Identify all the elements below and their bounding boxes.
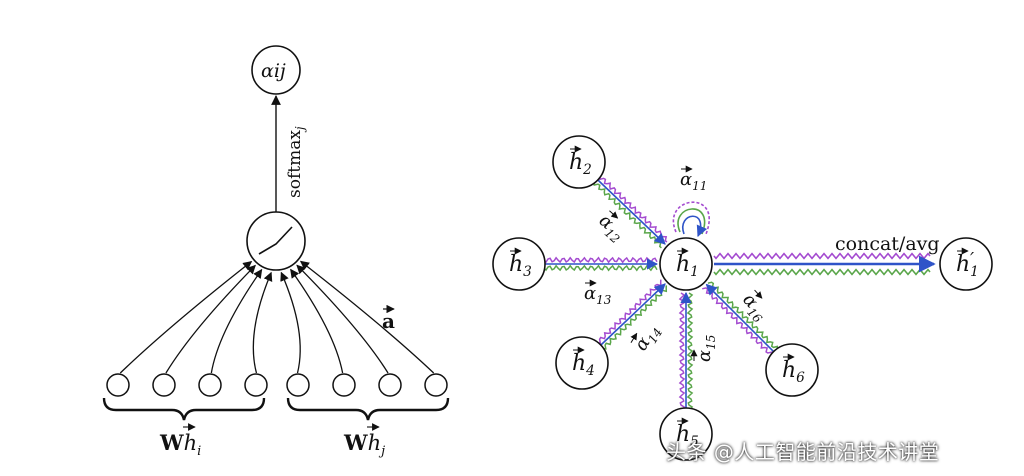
attention-mechanism-diagram: αij softmaxj a Whi Whj <box>102 45 450 459</box>
svg-text:h2: h2 <box>569 150 592 178</box>
input-node <box>106 373 130 397</box>
input-arrow <box>165 264 256 374</box>
alpha-ij-label: αij <box>261 60 286 82</box>
attention-edges <box>543 176 778 410</box>
left-group-label: Whi <box>159 430 201 459</box>
attention-edge-head <box>543 256 658 264</box>
svg-text:h1: h1 <box>676 252 699 280</box>
input-node <box>378 373 402 397</box>
input-node <box>424 373 448 397</box>
watermark: 头条 @人工智能前沿技术讲堂 <box>666 440 940 464</box>
alpha-label: α12 <box>593 210 629 246</box>
input-arrow <box>299 260 435 374</box>
svg-text:αij: αij <box>261 60 286 82</box>
svg-text:α12: α12 <box>593 210 629 246</box>
input-node <box>286 373 310 397</box>
node-h3: h3 <box>492 237 546 291</box>
graph-nodes: h1 h′1 h2 h3 h4 h5 h6 <box>492 135 993 461</box>
svg-text:h6: h6 <box>782 358 805 386</box>
multi-head-attention-diagram: concat/avg h1 h′1 h2 h3 h4 h5 h6 α11 α12 α13 α14 α… <box>492 135 993 461</box>
input-arrow <box>290 268 344 374</box>
attention-edge-head <box>702 287 773 356</box>
input-arrows <box>119 260 435 374</box>
activation-node <box>246 211 306 271</box>
node-h4: h4 <box>555 336 609 390</box>
input-node <box>152 373 176 397</box>
attention-edge-head <box>686 292 694 410</box>
input-node <box>198 373 222 397</box>
svg-text:h3: h3 <box>509 252 532 280</box>
input-arrow <box>280 271 301 374</box>
alpha-ij-node <box>251 45 301 95</box>
softmax-label: softmaxj <box>285 126 307 198</box>
node-h2: h2 <box>552 135 606 189</box>
attention-edge-head <box>597 279 662 344</box>
attention-edge-head <box>599 176 668 243</box>
svg-text:h′1: h′1 <box>956 250 979 280</box>
concat-avg-label: concat/avg <box>835 233 940 255</box>
node-h6: h6 <box>765 343 819 397</box>
attention-edge-head <box>599 283 666 347</box>
svg-text:α15: α15 <box>694 335 718 362</box>
attention-edge-head <box>707 281 778 350</box>
alpha-label: α14 <box>630 320 665 356</box>
attention-edge-head <box>678 292 686 410</box>
node-h1: h1 <box>659 237 713 291</box>
attention-edge-head <box>602 285 668 350</box>
input-arrow <box>252 271 273 374</box>
svg-text:α11: α11 <box>680 169 707 193</box>
input-arrow <box>296 264 389 374</box>
leaky-relu-icon <box>258 226 293 255</box>
concat-arrow <box>713 252 936 276</box>
svg-text:h5: h5 <box>676 422 699 450</box>
svg-text:h4: h4 <box>572 351 595 379</box>
alpha-label: α15 <box>690 335 718 362</box>
node-h1-prime: h′1 <box>939 237 993 291</box>
attention-edge-head <box>705 283 775 353</box>
node-h5: h5 <box>659 407 713 461</box>
left-brace <box>102 397 266 421</box>
input-nodes <box>106 373 448 397</box>
right-brace <box>286 397 450 421</box>
svg-text:α14: α14 <box>630 320 665 356</box>
self-loop <box>672 201 710 238</box>
attention-edge-head <box>596 178 666 245</box>
input-node <box>244 373 268 397</box>
input-arrow <box>119 260 253 374</box>
input-node <box>332 373 356 397</box>
input-arrow <box>210 268 263 374</box>
right-group-label: Whj <box>343 430 385 459</box>
weight-vector-label: a <box>382 309 395 333</box>
alpha-label: α11 <box>680 165 707 193</box>
attention-edge-head <box>593 182 662 249</box>
svg-text:α13: α13 <box>584 283 612 307</box>
alpha-label: α13 <box>584 279 612 307</box>
attention-edge-head <box>543 264 658 272</box>
